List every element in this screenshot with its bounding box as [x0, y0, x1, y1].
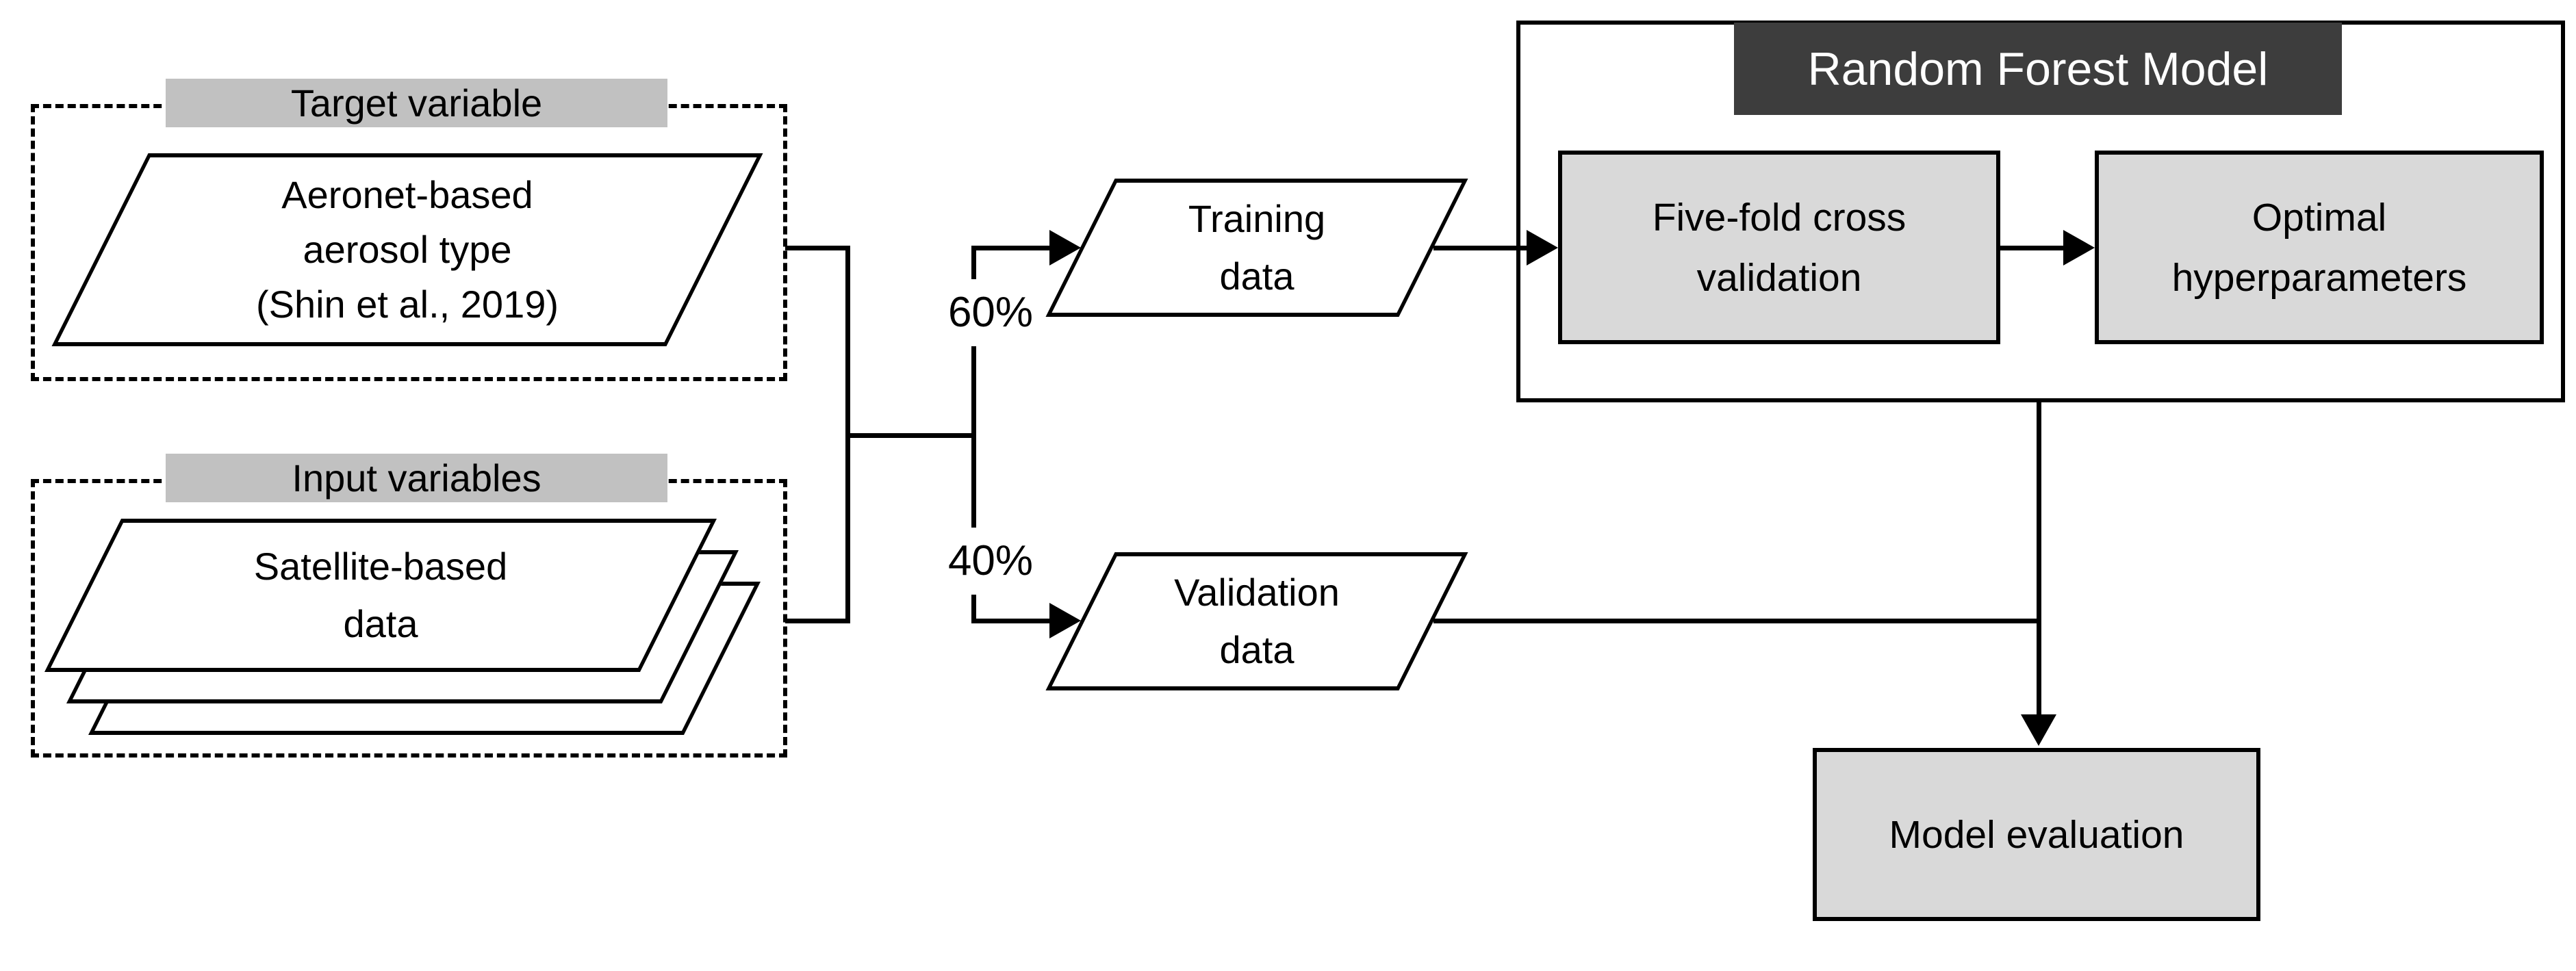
cv-to-hp-arrowhead-icon — [2063, 230, 2095, 266]
validation-arrow-line — [971, 619, 1052, 623]
validation-parallelogram: Validation data — [1045, 552, 1468, 690]
connector-target-out-line — [785, 246, 850, 250]
random-forest-model-header: Random Forest Model — [1734, 23, 2342, 115]
hyperparameters-box: Optimal hyperparameters — [2095, 151, 2544, 344]
validation-parallelogram-text: Validation data — [1174, 571, 1340, 671]
cross-validation-box: Five-fold cross validation — [1558, 151, 2000, 344]
satellite-parallelogram: Satellite-based data — [44, 519, 717, 672]
model-to-evaluation-line — [2037, 402, 2041, 717]
target-group-label: Target variable — [166, 79, 667, 127]
training-parallelogram-text: Training data — [1188, 197, 1326, 298]
connector-mid-line — [845, 433, 976, 438]
training-arrow-line — [971, 246, 1052, 250]
evaluation-box: Model evaluation — [1813, 748, 2260, 921]
aeronet-parallelogram: Aeronet-based aerosol type (Shin et al.,… — [51, 153, 763, 346]
training-parallelogram: Training data — [1045, 179, 1468, 317]
validation-out-line — [1433, 619, 2041, 623]
input-group-label: Input variables — [166, 454, 667, 502]
training-split-label: 60% — [942, 279, 1039, 346]
satellite-parallelogram-text: Satellite-based data — [253, 545, 508, 645]
training-to-model-arrowhead-icon — [1527, 230, 1558, 266]
connector-input-out-line — [785, 619, 850, 623]
model-to-evaluation-arrowhead-icon — [2021, 714, 2056, 746]
training-to-model-line — [1433, 246, 1529, 250]
connector-split-vertical-line — [971, 246, 976, 623]
cv-to-hp-line — [2000, 246, 2066, 250]
validation-split-label: 40% — [942, 528, 1039, 595]
training-arrowhead-icon — [1049, 230, 1081, 266]
validation-arrowhead-icon — [1049, 603, 1081, 638]
aeronet-parallelogram-text: Aeronet-based aerosol type (Shin et al.,… — [255, 173, 559, 326]
